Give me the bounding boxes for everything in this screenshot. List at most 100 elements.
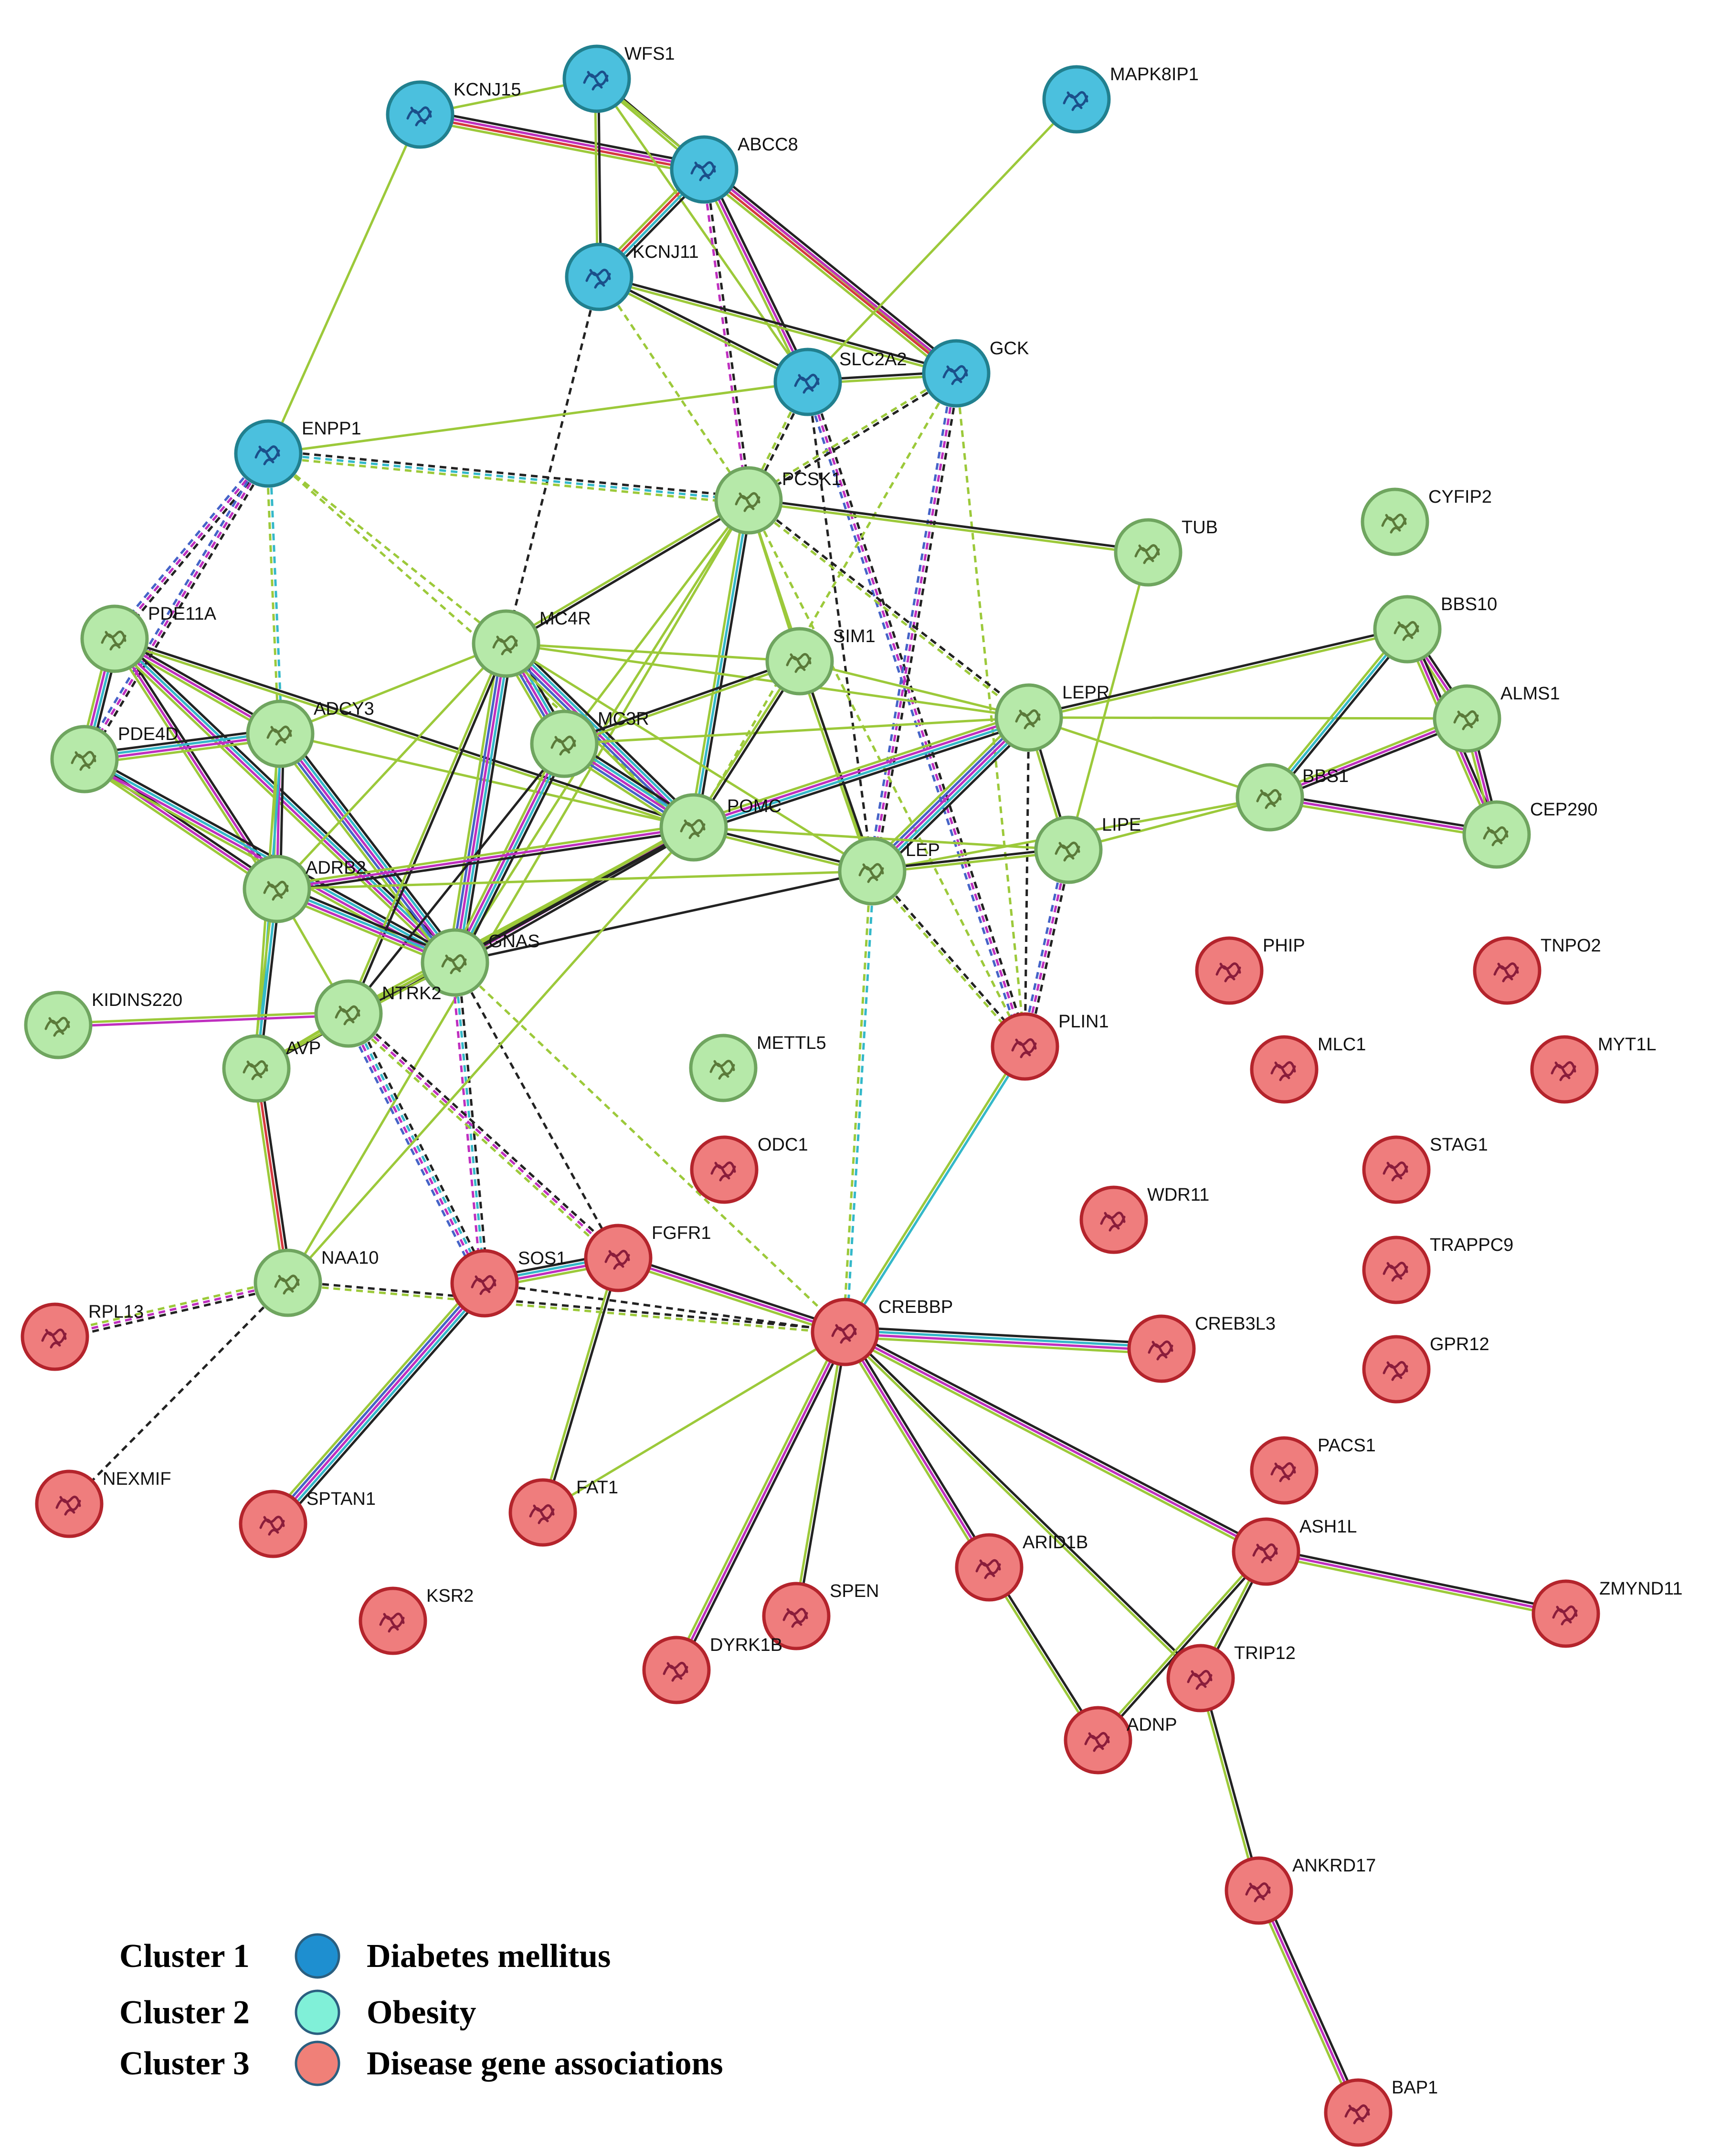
node-circle-ksr2[interactable]: [359, 1586, 427, 1655]
node-gck[interactable]: GCK: [922, 338, 1029, 408]
node-adrb2[interactable]: ADRB2: [243, 855, 366, 923]
node-adnp[interactable]: ADNP: [1064, 1706, 1177, 1775]
node-circle-sim1[interactable]: [765, 627, 834, 696]
node-pde4d[interactable]: PDE4D: [50, 724, 179, 793]
node-mlc1[interactable]: MLC1: [1250, 1035, 1366, 1104]
node-odc1[interactable]: ODC1: [690, 1135, 808, 1204]
node-circle-mapk8ip1[interactable]: [1042, 65, 1111, 134]
node-fgfr1[interactable]: FGFR1: [584, 1223, 711, 1292]
node-circle-spen[interactable]: [762, 1582, 831, 1650]
node-ntrk2[interactable]: NTRK2: [314, 979, 442, 1048]
node-abcc8[interactable]: ABCC8: [670, 135, 798, 204]
node-circle-gck[interactable]: [922, 339, 991, 408]
node-kcnj11[interactable]: KCNJ11: [565, 242, 699, 311]
node-mettl5[interactable]: METTL5: [689, 1033, 826, 1102]
node-wfs1[interactable]: WFS1: [562, 44, 675, 113]
node-bap1[interactable]: BAP1: [1324, 2078, 1438, 2147]
node-circle-plin1[interactable]: [991, 1012, 1059, 1081]
node-lep[interactable]: LEP: [838, 837, 940, 906]
node-circle-bbs1[interactable]: [1235, 763, 1304, 832]
node-circle-wdr11[interactable]: [1079, 1185, 1148, 1254]
node-kidins220[interactable]: KIDINS220: [24, 990, 182, 1059]
node-circle-dyrk1b[interactable]: [642, 1636, 711, 1704]
node-circle-trappc9[interactable]: [1362, 1236, 1431, 1304]
node-circle-zmynd11[interactable]: [1531, 1579, 1600, 1648]
node-circle-fgfr1[interactable]: [584, 1224, 653, 1292]
node-plin1[interactable]: PLIN1: [991, 1012, 1109, 1081]
node-sptan1[interactable]: SPTAN1: [239, 1489, 376, 1558]
node-circle-mlc1[interactable]: [1250, 1035, 1319, 1104]
node-circle-slc2a2[interactable]: [773, 348, 842, 416]
node-arid1b[interactable]: ARID1B: [955, 1532, 1088, 1602]
node-stag1[interactable]: STAG1: [1362, 1135, 1488, 1204]
node-creb3l3[interactable]: CREB3L3: [1127, 1314, 1276, 1383]
node-bbs10[interactable]: BBS10: [1373, 594, 1497, 664]
node-pde11a[interactable]: PDE11A: [80, 604, 217, 673]
node-circle-lepr[interactable]: [994, 683, 1063, 752]
node-circle-avp[interactable]: [222, 1034, 291, 1103]
node-phip[interactable]: PHIP: [1195, 936, 1305, 1005]
node-alms1[interactable]: ALMS1: [1433, 684, 1560, 753]
node-adcy3[interactable]: ADCY3: [246, 699, 374, 768]
node-circle-adnp[interactable]: [1064, 1706, 1132, 1775]
node-circle-adcy3[interactable]: [246, 699, 315, 768]
node-circle-adrb2[interactable]: [243, 855, 311, 923]
node-mapk8ip1[interactable]: MAPK8IP1: [1042, 64, 1199, 134]
node-circle-alms1[interactable]: [1433, 684, 1501, 753]
node-sim1[interactable]: SIM1: [765, 626, 876, 696]
node-circle-cep290[interactable]: [1462, 800, 1531, 869]
node-circle-trip12[interactable]: [1166, 1644, 1235, 1712]
node-circle-sos1[interactable]: [450, 1249, 519, 1318]
node-pcsk1[interactable]: PCSK1: [714, 466, 842, 535]
node-enpp1[interactable]: ENPP1: [234, 419, 361, 488]
node-lepr[interactable]: LEPR: [994, 683, 1109, 752]
node-ksr2[interactable]: KSR2: [359, 1586, 474, 1655]
node-circle-kidins220[interactable]: [24, 991, 93, 1059]
node-circle-rpl13[interactable]: [21, 1302, 89, 1371]
node-ash1l[interactable]: ASH1L: [1232, 1517, 1357, 1586]
node-circle-pde4d[interactable]: [50, 725, 119, 793]
node-circle-stag1[interactable]: [1362, 1135, 1431, 1204]
node-bbs1[interactable]: BBS1: [1235, 763, 1349, 832]
node-circle-bap1[interactable]: [1324, 2078, 1393, 2147]
node-circle-mc3r[interactable]: [530, 709, 599, 778]
node-circle-ash1l[interactable]: [1232, 1517, 1300, 1586]
node-circle-kcnj11[interactable]: [565, 243, 633, 311]
node-circle-crebbp[interactable]: [811, 1298, 879, 1366]
node-wdr11[interactable]: WDR11: [1079, 1185, 1209, 1254]
node-naa10[interactable]: NAA10: [253, 1248, 379, 1317]
node-cep290[interactable]: CEP290: [1462, 800, 1598, 869]
node-trappc9[interactable]: TRAPPC9: [1362, 1235, 1513, 1304]
node-spen[interactable]: SPEN: [762, 1581, 879, 1650]
node-circle-odc1[interactable]: [690, 1135, 759, 1204]
node-circle-pcsk1[interactable]: [714, 466, 783, 535]
node-mc4r[interactable]: MC4R: [472, 609, 591, 678]
node-circle-phip[interactable]: [1195, 936, 1264, 1005]
node-circle-ankrd17[interactable]: [1225, 1856, 1293, 1925]
node-circle-abcc8[interactable]: [670, 135, 739, 204]
node-circle-nexmif[interactable]: [35, 1469, 104, 1538]
node-circle-fat1[interactable]: [508, 1478, 577, 1547]
node-tnpo2[interactable]: TNPO2: [1473, 936, 1601, 1005]
node-rpl13[interactable]: RPL13: [21, 1302, 144, 1371]
node-circle-gpr12[interactable]: [1362, 1335, 1431, 1404]
node-gnas[interactable]: GNAS: [421, 928, 540, 997]
node-circle-pomc[interactable]: [659, 793, 728, 862]
node-circle-enpp1[interactable]: [234, 419, 303, 488]
node-circle-mettl5[interactable]: [689, 1034, 758, 1102]
node-crebbp[interactable]: CREBBP: [811, 1297, 953, 1366]
node-circle-naa10[interactable]: [253, 1248, 322, 1317]
node-circle-sptan1[interactable]: [239, 1490, 307, 1558]
node-circle-cyfip2[interactable]: [1361, 487, 1429, 556]
node-sos1[interactable]: SOS1: [450, 1248, 566, 1318]
node-cyfip2[interactable]: CYFIP2: [1361, 487, 1492, 556]
node-circle-arid1b[interactable]: [955, 1533, 1024, 1602]
node-circle-wfs1[interactable]: [562, 44, 631, 113]
node-lipe[interactable]: LIPE: [1034, 815, 1141, 884]
node-circle-pacs1[interactable]: [1250, 1436, 1319, 1505]
node-trip12[interactable]: TRIP12: [1166, 1643, 1296, 1712]
node-circle-mc4r[interactable]: [472, 609, 540, 678]
node-avp[interactable]: AVP: [222, 1034, 321, 1103]
node-circle-tub[interactable]: [1114, 518, 1183, 587]
node-circle-kcnj15[interactable]: [386, 80, 454, 149]
